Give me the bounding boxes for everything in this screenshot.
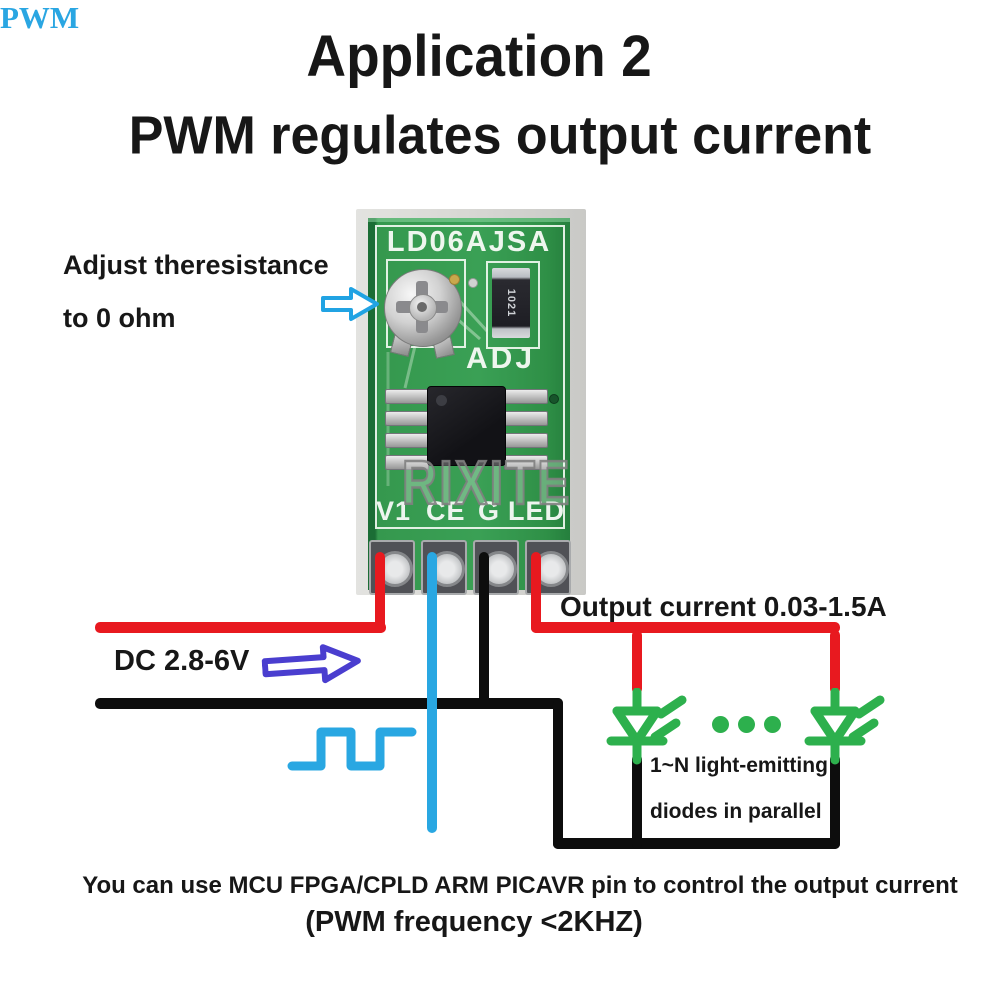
silkscreen-frame: [375, 225, 565, 529]
watermark: RIXITE: [401, 449, 572, 518]
pin-label-ce: CE: [426, 496, 466, 526]
right-arrow-icon: [261, 644, 361, 684]
ellipsis-dot: [738, 716, 755, 733]
wire-v1-vertical: [375, 552, 385, 633]
ic-lead: [385, 433, 429, 448]
output-current-label: Output current 0.03-1.5A: [560, 591, 887, 622]
resistor-silk-frame: [486, 261, 540, 349]
footer-note-line1: You can use MCU FPGA/CPLD ARM PICAVR pin…: [82, 872, 958, 899]
led-note-line2: diodes in parallel: [650, 800, 822, 823]
wire-output-horizontal: [531, 622, 840, 633]
smd-resistor: 1021: [492, 268, 530, 338]
ic-lead: [504, 411, 548, 426]
right-arrow-icon: [321, 287, 379, 321]
wire-ground-horizontal: [95, 698, 563, 709]
wire-return-vertical: [553, 698, 563, 849]
wire-return-bottom: [553, 838, 840, 849]
adjust-resistance-note-line1: Adjust theresistance: [63, 250, 329, 280]
pin-label-led: LED: [508, 496, 565, 526]
wire-ce-pwm: [427, 552, 437, 833]
footer-note-line2: (PWM frequency <2KHZ): [305, 906, 643, 938]
wire-led2-cathode: [830, 754, 840, 849]
pin-label-v1: V1: [376, 496, 412, 526]
page-subtitle: PWM regulates output current: [128, 105, 872, 167]
wire-led1-anode: [632, 630, 642, 694]
ellipsis-dot: [764, 716, 781, 733]
ic-chip: [427, 386, 506, 466]
solder-dot: [468, 278, 478, 288]
wire-dc-positive: [95, 622, 386, 633]
page-title: Application 2: [306, 23, 652, 89]
ellipsis-dot: [712, 716, 729, 733]
pin-label-g: G: [478, 496, 501, 526]
led-symbol: [606, 688, 687, 765]
module-photo: LD06AJSA 1021 ADJ: [356, 209, 586, 595]
pcb-via: [549, 394, 559, 404]
ic-pin1-dot: [436, 395, 447, 406]
ic-lead: [504, 389, 548, 404]
ic-lead: [385, 411, 429, 426]
adj-label: ADJ: [466, 342, 536, 375]
ic-lead: [385, 389, 429, 404]
wire-led1-cathode: [632, 754, 642, 849]
pwm-label: PWM: [0, 0, 80, 35]
ic-lead: [504, 433, 548, 448]
pwm-waveform-icon: [287, 727, 417, 771]
wire-ground-vertical: [479, 552, 489, 709]
led-symbol: [804, 688, 885, 765]
potentiometer-hole: [417, 302, 427, 312]
resistor-code-label: 1021: [505, 288, 517, 318]
dc-input-label: DC 2.8-6V: [114, 645, 250, 677]
adjust-resistance-note-line2: to 0 ohm: [63, 303, 176, 333]
wire-led-pin-vertical: [531, 552, 541, 633]
wire-led2-anode: [830, 630, 840, 694]
solder-dot: [449, 274, 460, 285]
module-name-label: LD06AJSA: [386, 226, 552, 258]
pcb-board: LD06AJSA 1021 ADJ: [368, 218, 571, 595]
led-note-line1: 1~N light-emitting: [650, 754, 828, 777]
